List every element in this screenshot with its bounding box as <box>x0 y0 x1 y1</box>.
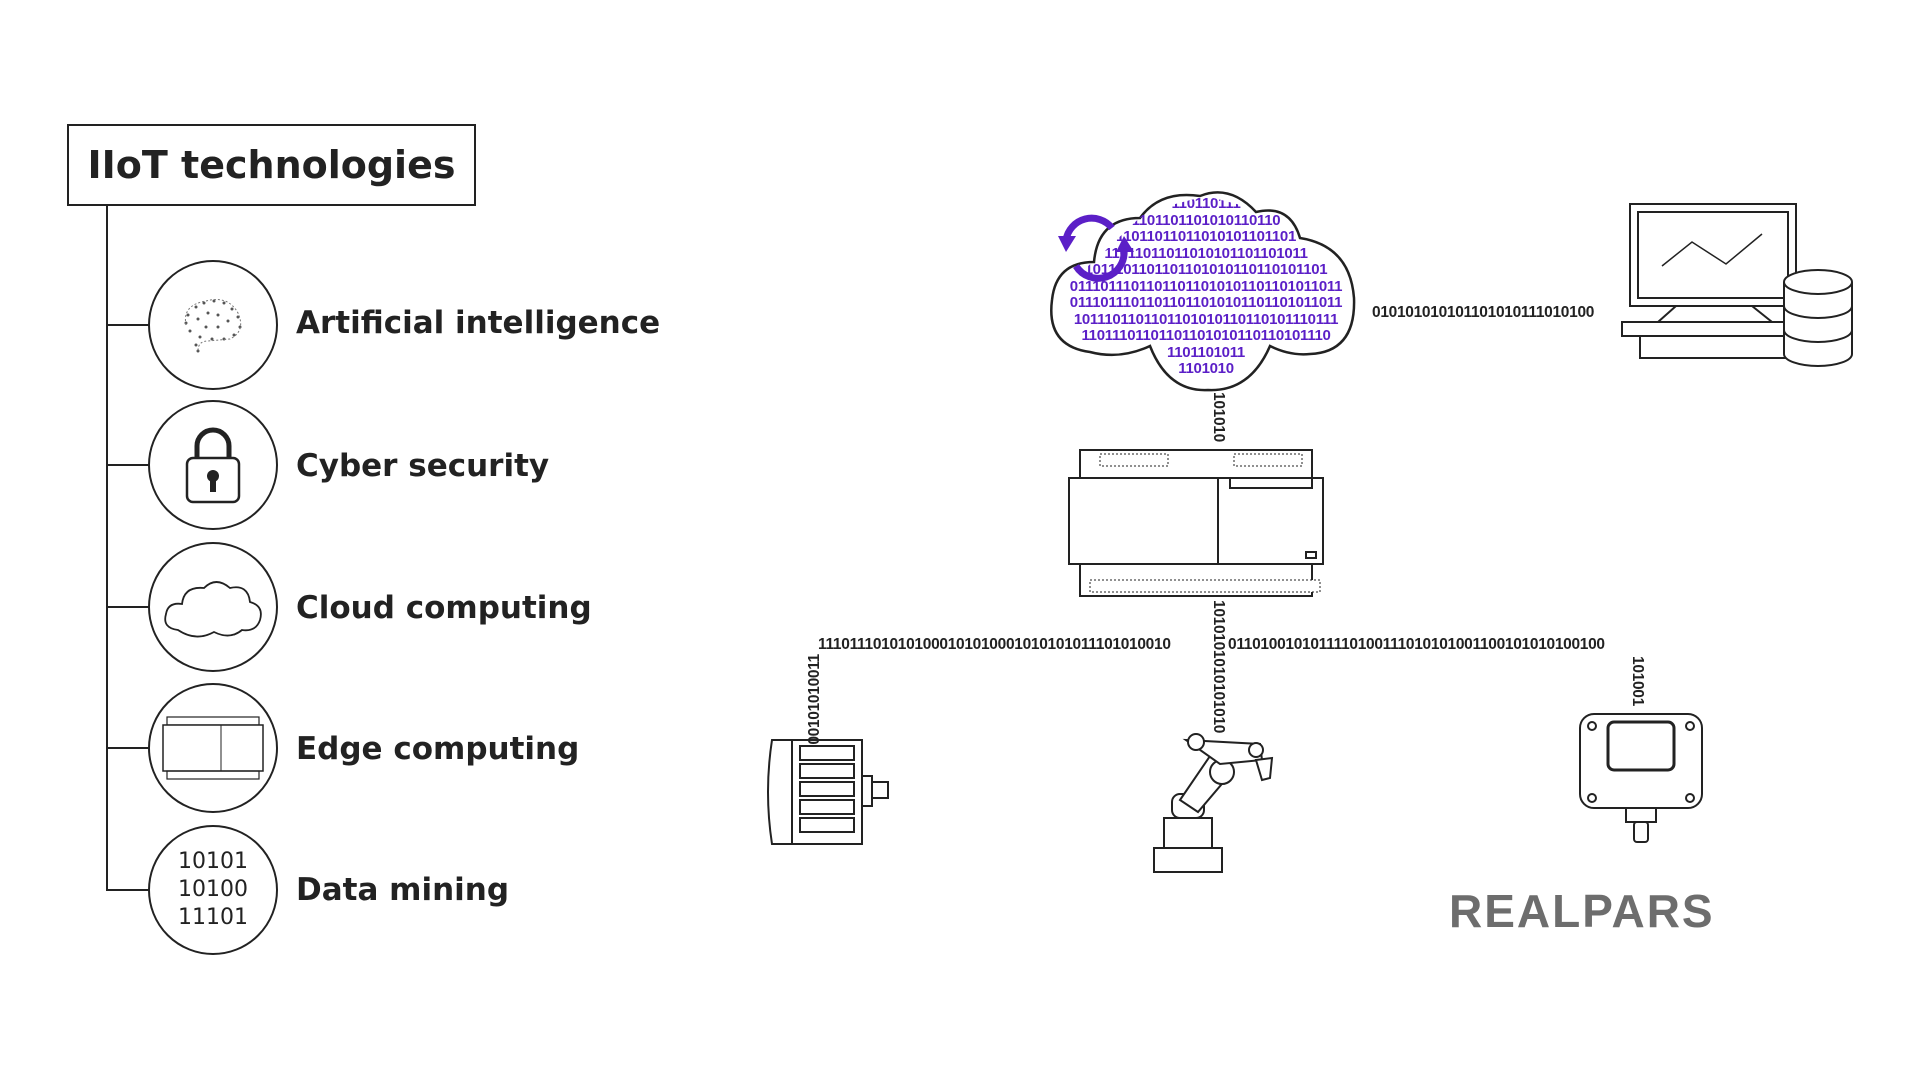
label-data-mining: Data mining <box>296 872 510 908</box>
padlock-icon <box>148 400 278 530</box>
branch <box>106 464 150 466</box>
cloud-binary-line: 1011101101101101010110110101110111 <box>1073 310 1339 328</box>
cloud-binary-line: 1101010 <box>1178 360 1234 377</box>
binary-line: 11101 <box>178 905 248 930</box>
branch <box>106 747 150 749</box>
cloud-icon <box>148 542 278 672</box>
robot-arm-icon <box>1153 733 1274 873</box>
tree-trunk <box>106 206 108 891</box>
cloud-binary-line: 11011011011010101101101011 <box>1104 244 1308 262</box>
cloud-binary-line: 1101101101010110110 <box>1131 211 1281 229</box>
branch <box>106 606 150 608</box>
cloud-to-computer-data: 010101010101101010111010100 <box>1372 304 1595 321</box>
label-cloud-computing: Cloud computing <box>296 590 592 626</box>
sync-arrow <box>1058 236 1076 252</box>
motor-icon <box>767 739 889 845</box>
brain-icon <box>148 260 278 390</box>
cloud-binary-line: 01110111011011011010101101101011011 <box>1069 294 1343 311</box>
computer-icon <box>1621 203 1809 359</box>
edge-gateway-icon <box>1068 449 1324 597</box>
binary-line: 10100 <box>178 877 248 902</box>
edge-to-left-data: 1110111010101000101010001010101011101010… <box>818 636 1171 653</box>
edge-down-data: 1010101010101010 <box>1210 600 1227 734</box>
label-edge-computing: Edge computing <box>296 731 580 767</box>
motor-link-data: 00101010011 <box>806 654 823 745</box>
label-cyber-security: Cyber security <box>296 448 550 484</box>
binary-line: 10101 <box>178 849 248 874</box>
sync-arrow <box>1116 236 1134 252</box>
cloud-binary-line: 01110111011011011010101101101011011 <box>1069 277 1343 295</box>
label-artificial-intelligence: Artificial intelligence <box>296 305 661 341</box>
cloud-binary-line: 11011101101101101010110110101110 <box>1081 327 1331 344</box>
edge-to-right-data: 0110100101011110100111010101001100101010… <box>1228 636 1605 653</box>
sync-icon <box>1062 214 1128 282</box>
title-box: IIoT technologies <box>67 124 476 206</box>
edge-device-icon <box>148 683 278 813</box>
sensor-icon <box>1579 713 1703 843</box>
branch <box>106 324 150 326</box>
branch <box>106 889 150 891</box>
realpars-logo: REALPARS <box>1449 885 1715 937</box>
database-icon <box>1783 269 1853 367</box>
sensor-link-data: 101001 <box>1629 656 1646 706</box>
cloud-binary-line: 1011101101101101010110110101101 <box>1084 261 1328 278</box>
cloud-binary-line: 1101101011 <box>1167 343 1245 361</box>
binary-data-icon: 10101 10100 11101 <box>148 825 278 955</box>
cloud-to-edge-data: 101010 <box>1210 392 1227 442</box>
cloud-binary-line: 11011011011010101101101 <box>1115 228 1296 245</box>
